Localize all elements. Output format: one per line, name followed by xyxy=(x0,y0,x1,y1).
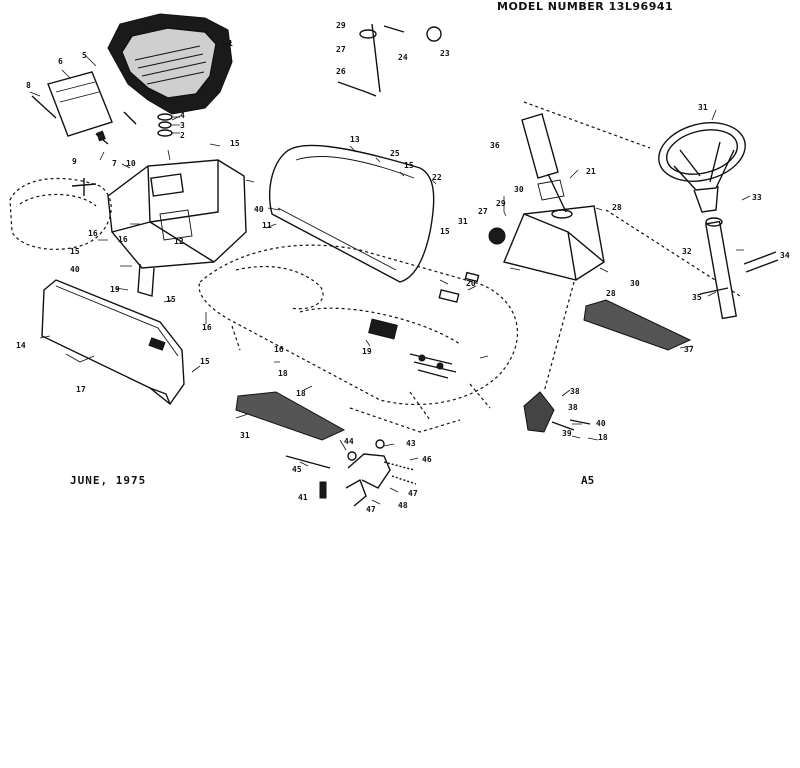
callout-31b: 31 xyxy=(458,217,468,226)
callout-13: 13 xyxy=(350,135,360,144)
callout-19b: 19 xyxy=(362,347,372,356)
leader-lines xyxy=(29,41,751,505)
callout-26: 26 xyxy=(336,67,346,76)
callout-34: 34 xyxy=(780,251,790,260)
callout-36: 36 xyxy=(490,141,500,150)
callout-18a: 18 xyxy=(278,369,288,378)
callout-40a: 40 xyxy=(596,419,606,428)
callout-16a: 16 xyxy=(88,229,98,238)
callout-29b: 29 xyxy=(496,199,506,208)
pedal-assembly xyxy=(285,439,417,507)
callout-21: 21 xyxy=(586,167,596,176)
model-number: MODEL NUMBER 13L96941 xyxy=(497,0,674,13)
callout-35: 35 xyxy=(692,293,702,302)
page-code: A5 xyxy=(581,474,595,487)
callout-20: 20 xyxy=(466,279,476,288)
callout-28a: 28 xyxy=(612,203,622,212)
callout-11: 11 xyxy=(262,221,272,230)
mid-hardware-cluster xyxy=(409,353,457,379)
callout-10: 10 xyxy=(126,159,136,168)
seat-plate xyxy=(31,71,137,145)
front-panel xyxy=(41,279,185,406)
left-floor-mat xyxy=(235,391,346,441)
callout-25: 25 xyxy=(390,149,400,158)
callout-12: 12 xyxy=(174,237,184,246)
callout-6: 6 xyxy=(58,57,63,66)
callout-28b: 28 xyxy=(606,289,616,298)
callout-1: 1 xyxy=(228,39,233,48)
dash-bracket-assembly xyxy=(71,159,247,297)
callout-16c: 16 xyxy=(202,323,212,332)
callout-15b: 15 xyxy=(70,247,80,256)
right-floor-mat xyxy=(583,299,692,351)
callout-24: 24 xyxy=(398,53,408,62)
bottom-right-bracket xyxy=(523,391,591,433)
callout-15d: 15 xyxy=(404,161,414,170)
steering-assembly xyxy=(658,122,746,320)
callout-47a: 47 xyxy=(408,489,418,498)
callout-22: 22 xyxy=(432,173,442,182)
left-fender-outline xyxy=(9,177,112,250)
callout-19a: 19 xyxy=(110,285,120,294)
callout-29a: 29 xyxy=(336,21,346,30)
callout-16b: 16 xyxy=(118,235,128,244)
console-assembly xyxy=(488,113,605,281)
callout-39: 39 xyxy=(562,429,572,438)
callout-46: 46 xyxy=(422,455,432,464)
callout-8: 8 xyxy=(26,81,31,90)
callout-5: 5 xyxy=(82,51,87,60)
deck-dashed-outline xyxy=(198,244,518,433)
seat-illustration xyxy=(107,13,233,115)
callout-4: 4 xyxy=(180,111,185,120)
top-rod-assembly xyxy=(337,23,442,97)
callout-38b: 38 xyxy=(568,403,578,412)
callout-15a: 15 xyxy=(230,139,240,148)
hood-panel xyxy=(269,144,435,283)
callout-15e: 15 xyxy=(440,227,450,236)
callout-40b: 40 xyxy=(70,265,80,274)
callout-31a: 31 xyxy=(698,103,708,112)
callout-30a: 30 xyxy=(514,185,524,194)
callout-2: 2 xyxy=(180,131,185,140)
callout-3: 3 xyxy=(180,121,185,130)
seat-hardware xyxy=(157,113,180,137)
callout-16d: 16 xyxy=(274,345,284,354)
callout-15f: 15 xyxy=(200,357,210,366)
callout-37: 37 xyxy=(684,345,694,354)
callout-14: 14 xyxy=(16,341,26,350)
callout-15c: 15 xyxy=(166,295,176,304)
callout-33: 33 xyxy=(752,193,762,202)
callout-32: 32 xyxy=(682,247,692,256)
callout-labels: 1 2 3 4 5 6 7 8 9 10 11 12 13 14 15 15 1… xyxy=(16,21,790,514)
steering-bolts xyxy=(743,251,779,273)
callout-7: 7 xyxy=(112,159,117,168)
callout-44: 44 xyxy=(344,437,354,446)
callout-31c: 31 xyxy=(240,431,250,440)
callout-18c: 18 xyxy=(598,433,608,442)
callout-27b: 27 xyxy=(478,207,488,216)
callout-43: 43 xyxy=(406,439,416,448)
callout-9: 9 xyxy=(72,157,77,166)
callout-38a: 38 xyxy=(570,387,580,396)
callout-18b: 18 xyxy=(296,389,306,398)
callout-30b: 30 xyxy=(630,279,640,288)
callout-48: 48 xyxy=(398,501,408,510)
callout-23: 23 xyxy=(440,49,450,58)
callout-45: 45 xyxy=(292,465,302,474)
callout-47b: 47 xyxy=(366,505,376,514)
callout-40c: 40 xyxy=(254,205,264,214)
callout-27a: 27 xyxy=(336,45,346,54)
callout-17: 17 xyxy=(76,385,86,394)
publication-date: JUNE, 1975 xyxy=(70,474,147,487)
callout-41: 41 xyxy=(298,493,308,502)
